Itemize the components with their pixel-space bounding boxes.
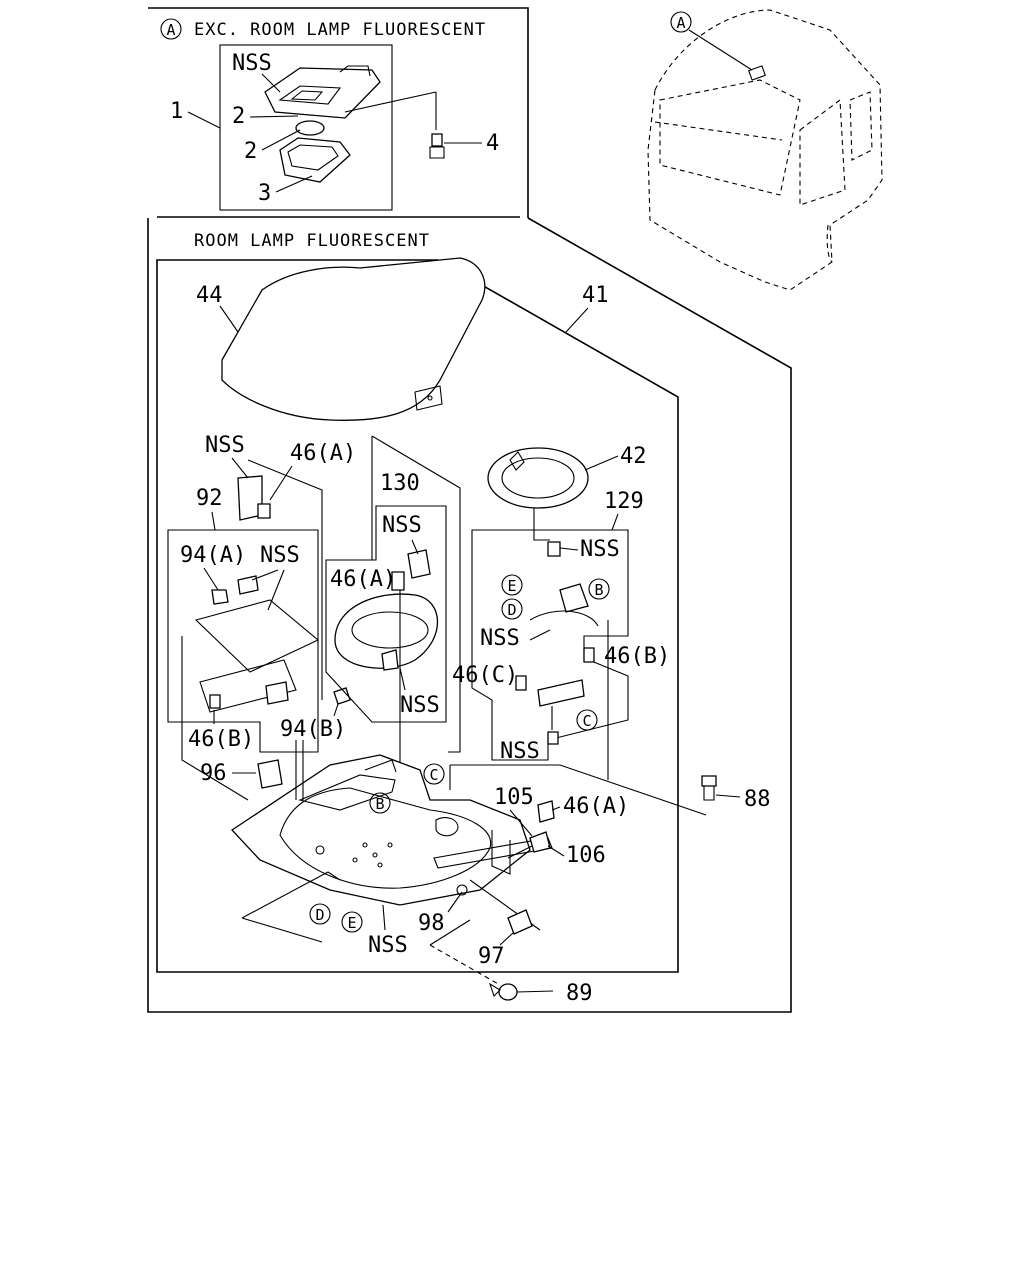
- part-2-lower-label: 2: [244, 139, 257, 164]
- part-46a-left-label: 46(A): [290, 441, 356, 466]
- nss-129-middle-label: NSS: [480, 626, 520, 651]
- part-88-drawing: [701, 775, 741, 801]
- base-housing-drawing: [231, 740, 553, 906]
- exc-section-title: EXC. ROOM LAMP FLUORESCENT: [194, 20, 486, 40]
- marker-d-base: D: [315, 906, 324, 924]
- nss-130-upper-label: NSS: [382, 513, 422, 538]
- marker-c-129: C: [582, 712, 591, 730]
- cab-marker-a-circle: [670, 11, 692, 33]
- part-96-label: 96: [200, 761, 227, 786]
- nss-base-label: NSS: [368, 933, 408, 958]
- part-94a-label: 94(A): [180, 543, 246, 568]
- part-46b-right-label: 46(B): [604, 644, 670, 669]
- cover-44-drawing: [221, 257, 486, 421]
- exc-section-frame: [148, 7, 529, 218]
- part-46a-right-label: 46(A): [563, 794, 629, 819]
- marker-a-circle: [160, 18, 182, 40]
- part-106-label: 106: [566, 843, 606, 868]
- part-46a-center-label: 46(A): [330, 567, 396, 592]
- part-2-upper-label: 2: [232, 104, 245, 129]
- bracket-129-group: [471, 508, 629, 761]
- nss-92-inner-label: NSS: [260, 543, 300, 568]
- part-92-label: 92: [196, 486, 223, 511]
- cab-marker-a-label: A: [676, 14, 685, 32]
- marker-b-129: B: [594, 581, 603, 599]
- nss-129-lower-label: NSS: [500, 739, 540, 764]
- part-42-label: 42: [620, 444, 647, 469]
- exc-nss-label: NSS: [232, 51, 272, 76]
- marker-e-129: E: [507, 577, 516, 595]
- main-outer-frame: [147, 217, 792, 1013]
- part-130-label: 130: [380, 471, 420, 496]
- assembly-41-frame: [156, 259, 679, 973]
- part-97-label: 97: [478, 944, 505, 969]
- part-44-label: 44: [196, 283, 223, 308]
- marker-c-base: C: [429, 766, 438, 784]
- cab-drawing: A: [647, 9, 883, 291]
- part-105-label: 105: [494, 785, 534, 810]
- part-46b-left-label: 46(B): [188, 727, 254, 752]
- nss-129-upper-label: NSS: [580, 537, 620, 562]
- exc-room-lamp-section: A EXC. ROOM LAMP FLUORESCENT NSS 1 2 2 3…: [148, 7, 529, 218]
- bracket-92-group: [167, 459, 323, 801]
- part-46c-label: 46(C): [452, 663, 518, 688]
- part-129-label: 129: [604, 489, 644, 514]
- part-94b-label: 94(B): [280, 717, 346, 742]
- part-3-label: 3: [258, 181, 271, 206]
- marker-b-base: B: [375, 795, 384, 813]
- marker-d-129: D: [507, 601, 516, 619]
- part-4-label: 4: [486, 131, 499, 156]
- ring-42-drawing: [487, 447, 589, 509]
- marker-e-base: E: [347, 914, 356, 932]
- nss-130-lower-label: NSS: [400, 693, 440, 718]
- part-89-drawing: [489, 982, 554, 1001]
- part-89-label: 89: [566, 981, 593, 1006]
- bracket-130-group: [325, 435, 461, 820]
- lamp-housing-drawing: [264, 65, 445, 183]
- part-1-label: 1: [170, 99, 183, 124]
- part-88-label: 88: [744, 787, 771, 812]
- main-section-title: ROOM LAMP FLUORESCENT: [194, 231, 430, 251]
- marker-a-label: A: [166, 21, 175, 39]
- connector-105-106-drawing: [449, 620, 707, 875]
- part-41-label: 41: [582, 283, 609, 308]
- room-lamp-section: ROOM LAMP FLUORESCENT 44 41 42: [147, 217, 792, 1013]
- nss-92-upper-label: NSS: [205, 433, 245, 458]
- part-98-label: 98: [418, 911, 445, 936]
